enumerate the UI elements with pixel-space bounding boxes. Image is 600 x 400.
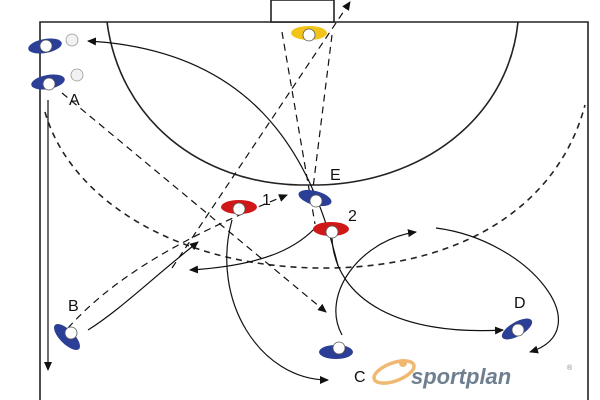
defender-1[interactable] [221,200,257,216]
label-e: E [330,167,341,184]
player-b[interactable] [50,320,84,354]
ball-icon [70,68,84,82]
attacker-head [309,194,323,208]
nine-metre-line [44,104,586,269]
label-defender-2: 2 [348,208,357,225]
attacker-head [332,341,346,355]
player-a-top[interactable] [27,33,79,56]
goalkeeper-head [302,28,316,42]
keeper-to-1 [311,34,333,197]
logo-dot-icon [399,359,407,367]
sportplan-logo: sportplan ® [372,359,573,389]
defender-2[interactable] [313,222,349,239]
logo-text: sportplan [411,364,511,389]
defender-head [325,225,339,239]
player-a[interactable] [30,68,84,92]
court-boundary [39,21,589,400]
run-b [87,241,199,331]
pass-b-to-1 [67,194,288,329]
run-2-to-d [331,237,504,335]
label-defender-1: 1 [262,192,271,209]
pass-a-to-c [61,92,327,313]
logo-registered: ® [567,364,573,372]
goalkeeper[interactable] [291,26,327,42]
run-e-back [189,224,319,274]
pass-e-to-goal [171,1,351,269]
label-a: A [69,92,80,109]
attacker-head [42,77,56,91]
run-c [226,219,329,384]
run-e-to-start [87,37,339,267]
player-e[interactable] [297,187,333,209]
attacker-head [39,39,53,53]
defender-head [232,202,246,216]
attacker-head [511,323,525,337]
run-c-up [335,229,417,336]
label-c: C [354,369,366,386]
label-d: D [514,295,526,312]
movement-lines [44,1,559,384]
ball-icon [65,33,79,47]
six-metre-line [106,21,519,186]
player-c[interactable] [319,341,353,359]
run-d-loop [435,227,559,354]
logo-ring-icon [372,359,416,385]
label-b: B [68,298,79,315]
court-lines [39,0,589,400]
player-d[interactable] [499,314,535,343]
attacker-head [64,326,78,340]
goal [270,0,335,23]
